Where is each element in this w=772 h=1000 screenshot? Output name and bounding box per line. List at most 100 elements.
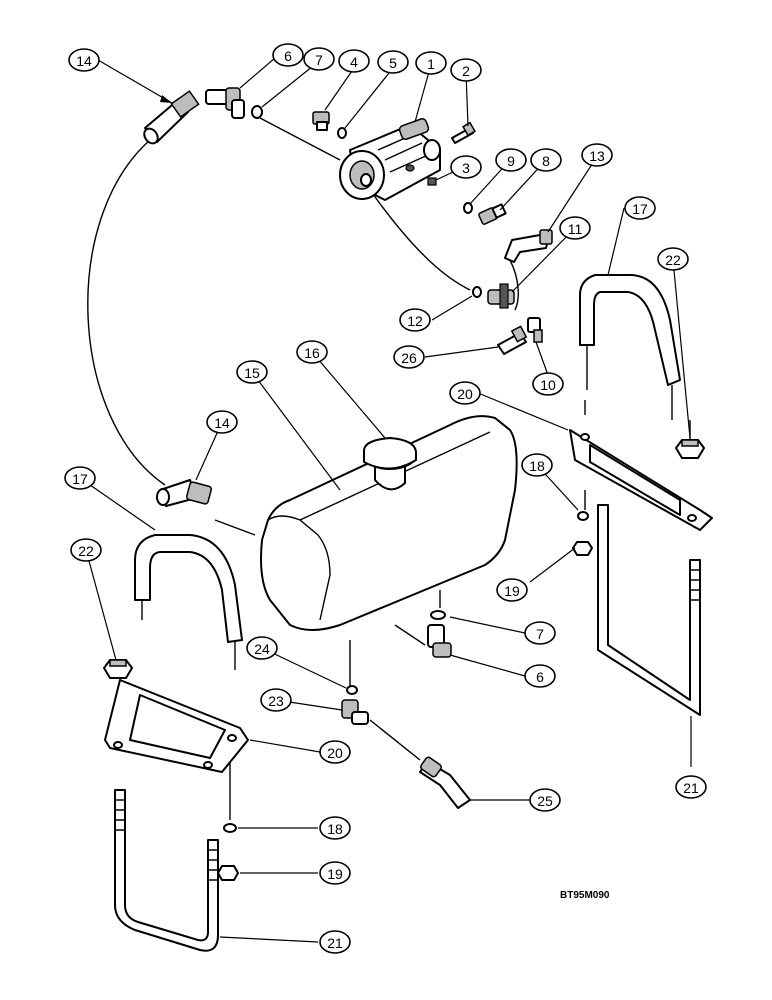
- callout-19: 19: [319, 861, 351, 885]
- callout-bubble: [206, 410, 238, 434]
- callout-bubble: [529, 788, 561, 812]
- callout-19: 19: [496, 578, 528, 602]
- callout-label: 15: [244, 365, 260, 381]
- callout-bubble: [260, 688, 292, 712]
- callout-bubble: [415, 51, 447, 75]
- callout-17: 17: [624, 196, 656, 220]
- callout-23: 23: [260, 688, 292, 712]
- callout-18: 18: [319, 816, 351, 840]
- callout-label: 8: [542, 153, 550, 169]
- callout-bubble: [524, 664, 556, 688]
- small-nut: [427, 177, 437, 186]
- callout-label: 16: [304, 345, 320, 361]
- diagram-code: BT95M090: [560, 890, 610, 901]
- hose-nipple: [497, 325, 528, 355]
- tank-strap-right: [579, 274, 681, 420]
- callout-7: 7: [524, 621, 556, 645]
- callout-9: 9: [495, 148, 527, 172]
- callout-bubble: [68, 48, 100, 72]
- callout-22: 22: [657, 247, 689, 271]
- callout-bubble: [521, 453, 553, 477]
- callout-5: 5: [377, 50, 409, 74]
- callout-label: 22: [665, 252, 681, 268]
- callout-bubble: [319, 861, 351, 885]
- callout-label: 19: [327, 866, 343, 882]
- o-ring-upper: [251, 105, 263, 119]
- callout-4: 4: [338, 49, 370, 73]
- callout-label: 3: [462, 160, 470, 176]
- callout-label: 20: [327, 745, 343, 761]
- fuel-cap: [363, 437, 417, 491]
- o-ring-tee: [472, 286, 482, 298]
- o-ring-drain: [346, 685, 358, 695]
- hose-end-lower: [419, 756, 471, 809]
- callout-2: 2: [450, 58, 482, 82]
- washer-right: [577, 511, 589, 521]
- callout-label: 6: [284, 48, 292, 64]
- callout-bubble: [246, 636, 278, 660]
- callout-label: 24: [254, 641, 270, 657]
- callout-bubble: [450, 155, 482, 179]
- callout-label: 21: [683, 780, 699, 796]
- callout-label: 11: [568, 221, 583, 237]
- callout-label: 18: [529, 458, 545, 474]
- callout-label: 7: [536, 626, 544, 642]
- callout-label: 9: [507, 153, 515, 169]
- callout-bubble: [338, 49, 370, 73]
- callout-bubble: [496, 578, 528, 602]
- callout-label: 13: [589, 148, 605, 164]
- u-bolt-right: [597, 504, 701, 716]
- callout-bubble: [70, 538, 102, 562]
- nut-right: [675, 439, 705, 459]
- nut-left-lower: [217, 865, 239, 881]
- callout-label: 18: [327, 821, 343, 837]
- mounting-bracket-left: [104, 679, 249, 773]
- callout-13: 13: [581, 143, 613, 167]
- callout-1: 1: [415, 51, 447, 75]
- callout-label: 17: [632, 201, 648, 217]
- callout-6: 6: [524, 664, 556, 688]
- callout-label: 6: [536, 669, 544, 685]
- nut-right-lower: [572, 541, 593, 556]
- callout-label: 26: [401, 350, 417, 366]
- callout-bubble: [530, 148, 562, 172]
- callout-bubble: [296, 340, 328, 364]
- callout-label: 25: [537, 793, 553, 809]
- tank-strap-left: [134, 534, 243, 670]
- callout-bubble: [377, 50, 409, 74]
- callout-7: 7: [303, 47, 335, 71]
- callout-14: 14: [68, 48, 100, 72]
- callout-17: 17: [64, 466, 96, 490]
- callout-12: 12: [399, 308, 431, 332]
- callout-10: 10: [532, 372, 564, 396]
- callout-label: 14: [214, 415, 230, 431]
- callout-14: 14: [206, 410, 238, 434]
- callout-bubble: [319, 816, 351, 840]
- callout-8: 8: [530, 148, 562, 172]
- callout-bubble: [319, 740, 351, 764]
- callout-label: 10: [540, 377, 556, 393]
- callout-bubble: [495, 148, 527, 172]
- o-ring-fitting: [463, 202, 473, 214]
- fuel-pump: [339, 118, 441, 201]
- hose-fitting-lower: [156, 479, 213, 507]
- callout-20: 20: [319, 740, 351, 764]
- mounting-bracket-right: [569, 429, 713, 531]
- callout-bubble: [624, 196, 656, 220]
- callout-bubble: [236, 360, 268, 384]
- elbow-fitting-upper: [205, 87, 245, 119]
- callout-label: 19: [504, 583, 520, 599]
- elbow-fitting-lower: [427, 624, 452, 658]
- plug: [312, 111, 330, 131]
- connector-fitting: [478, 203, 507, 225]
- fuel-line-tube: [504, 229, 553, 263]
- callout-21: 21: [319, 930, 351, 954]
- callout-bubble: [303, 47, 335, 71]
- callout-21: 21: [675, 775, 707, 799]
- callout-label: 22: [78, 543, 94, 559]
- callout-label: 12: [407, 313, 423, 329]
- o-ring-lower: [430, 610, 446, 620]
- hose-fitting-upper: [143, 90, 200, 145]
